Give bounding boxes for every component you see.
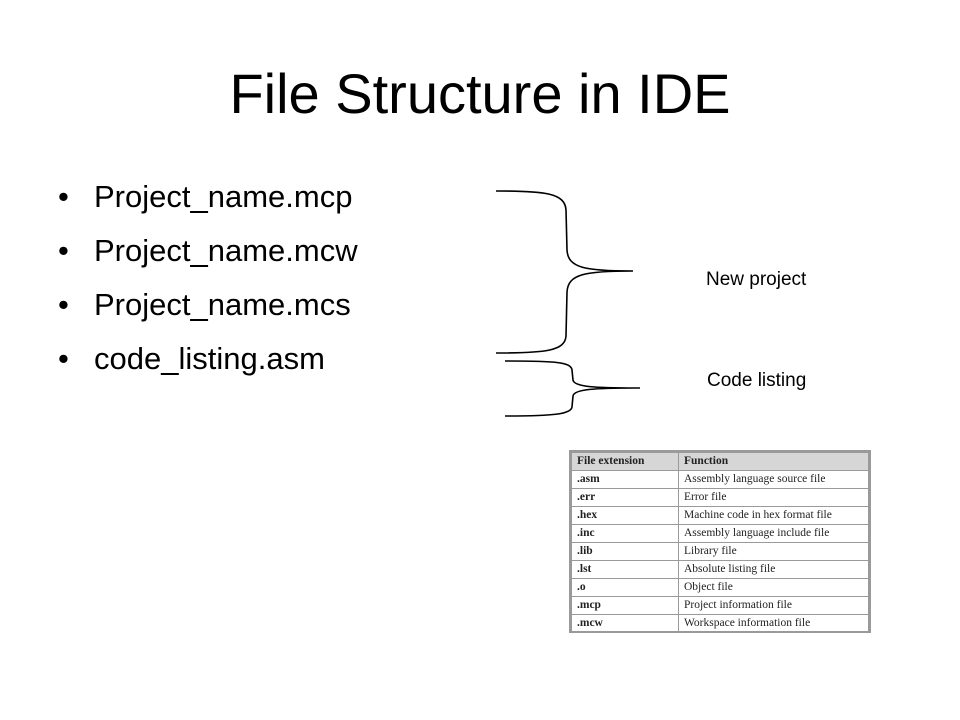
table-row: .lib Library file xyxy=(571,542,869,561)
table-row: .inc Assembly language include file xyxy=(571,524,869,543)
table-header-row: File extension Function xyxy=(571,452,869,471)
extension-cell: .mcp xyxy=(571,596,679,615)
code-listing-label: Code listing xyxy=(707,370,807,391)
extension-cell: .hex xyxy=(571,506,679,525)
code-listing-brace-icon xyxy=(504,360,641,417)
extension-cell: .lst xyxy=(571,560,679,579)
bullet-glyph: • xyxy=(58,179,69,214)
bullet-list: • Project_name.mcp • Project_name.mcw • … xyxy=(58,170,358,386)
function-cell: Project information file xyxy=(678,596,869,615)
table-row: .mcp Project information file xyxy=(571,596,869,615)
bullet-glyph: • xyxy=(58,341,69,376)
extension-cell: .lib xyxy=(571,542,679,561)
extension-cell: .asm xyxy=(571,470,679,489)
table-row: .err Error file xyxy=(571,488,869,507)
extension-cell: .inc xyxy=(571,524,679,543)
table-row: .hex Machine code in hex format file xyxy=(571,506,869,525)
function-cell: Absolute listing file xyxy=(678,560,869,579)
function-cell: Object file xyxy=(678,578,869,597)
extension-cell: .mcw xyxy=(571,614,679,633)
extension-cell: .err xyxy=(571,488,679,507)
bullet-glyph: • xyxy=(58,287,69,322)
bullet-item: • Project_name.mcp xyxy=(58,170,358,224)
bullet-glyph: • xyxy=(58,233,69,268)
table-row: .o Object file xyxy=(571,578,869,597)
new-project-label: New project xyxy=(706,269,807,290)
bullet-item: • Project_name.mcw xyxy=(58,224,358,278)
column-header: Function xyxy=(678,452,869,471)
extension-cell: .o xyxy=(571,578,679,597)
function-cell: Assembly language include file xyxy=(678,524,869,543)
column-header: File extension xyxy=(571,452,679,471)
slide-title: File Structure in IDE xyxy=(229,62,731,125)
bullet-text: Project_name.mcw xyxy=(94,233,358,268)
function-cell: Error file xyxy=(678,488,869,507)
bullet-item: • code_listing.asm xyxy=(58,332,358,386)
new-project-brace-icon xyxy=(495,190,634,354)
table-row: .lst Absolute listing file xyxy=(571,560,869,579)
bullet-text: code_listing.asm xyxy=(94,341,325,376)
function-cell: Workspace information file xyxy=(678,614,869,633)
file-extension-table: File extension Function .asm Assembly la… xyxy=(569,450,871,633)
function-cell: Library file xyxy=(678,542,869,561)
bullet-text: Project_name.mcp xyxy=(94,179,353,214)
table-row: .mcw Workspace information file xyxy=(571,614,869,633)
function-cell: Machine code in hex format file xyxy=(678,506,869,525)
table-row: .asm Assembly language source file xyxy=(571,470,869,489)
bullet-item: • Project_name.mcs xyxy=(58,278,358,332)
function-cell: Assembly language source file xyxy=(678,470,869,489)
bullet-text: Project_name.mcs xyxy=(94,287,351,322)
